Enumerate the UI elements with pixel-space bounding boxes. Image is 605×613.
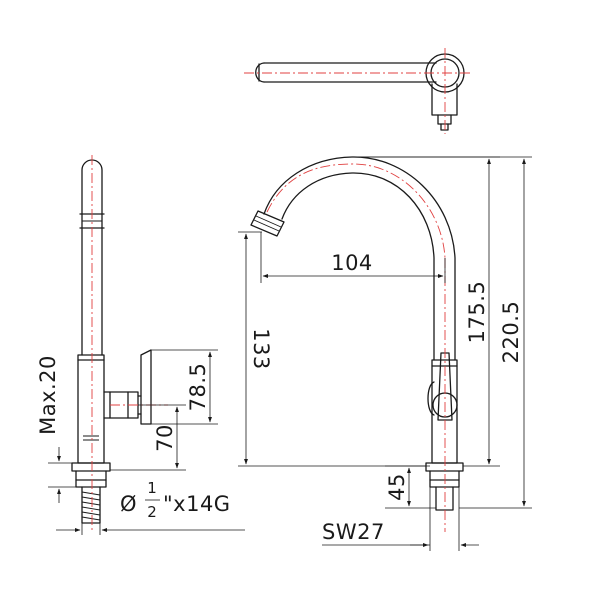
- front-view: [250, 156, 464, 532]
- dim-spout-reach: 104: [331, 251, 373, 275]
- dim-height-overall: 220.5: [499, 301, 523, 364]
- dim-height-to-spout: 133: [249, 328, 273, 370]
- dim-thread-denominator: 2: [147, 503, 157, 521]
- dimension-text: 104 133 175.5 220.5 78.5 70 Max.20 45 SW…: [36, 251, 523, 544]
- dim-thread-suffix: "x14G: [163, 492, 231, 516]
- dim-shank-length: 45: [385, 473, 409, 501]
- dim-mount-max: Max.20: [36, 355, 60, 435]
- side-view: [71, 155, 168, 532]
- dimension-lines: [48, 156, 532, 551]
- dim-height-inner: 175.5: [465, 281, 489, 344]
- dim-handle-base: 70: [153, 424, 177, 452]
- dim-handle-height: 78.5: [186, 363, 210, 412]
- top-view: [244, 48, 472, 134]
- dim-thread-numerator: 1: [147, 479, 157, 497]
- dim-thread-prefix: Ø: [120, 492, 137, 516]
- dim-nut-size: SW27: [322, 520, 385, 544]
